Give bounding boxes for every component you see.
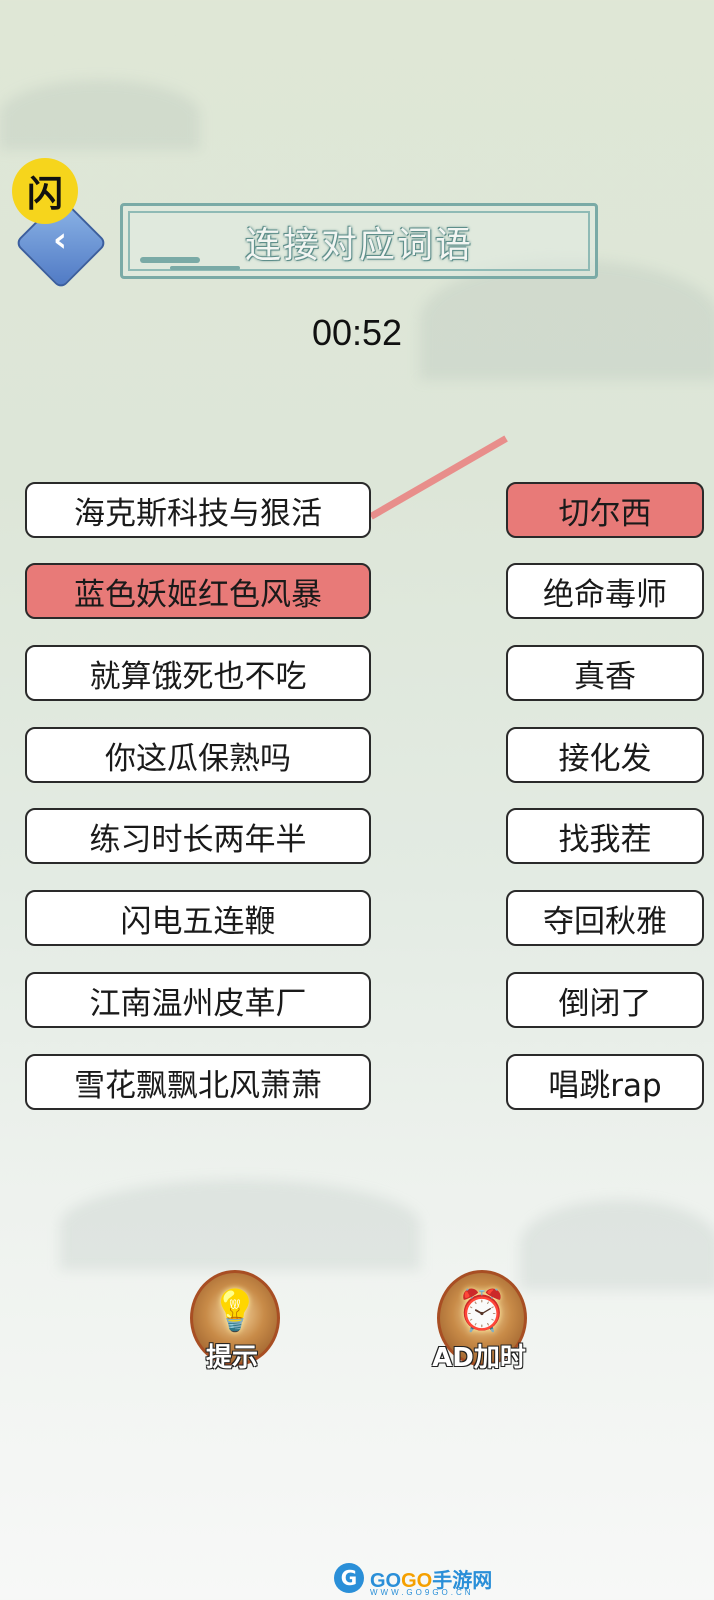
gogo-logo-icon: G <box>334 1563 364 1593</box>
right-word-4[interactable]: 接化发 <box>506 727 704 783</box>
background-mountain <box>520 1200 714 1290</box>
watermark-go1: GO <box>370 1569 402 1592</box>
alarm-clock-icon: ⏰ <box>457 1288 507 1334</box>
background-mountain <box>0 80 200 150</box>
add-time-button[interactable]: ⏰ <box>437 1270 527 1366</box>
banner-decoration <box>140 257 200 263</box>
left-word-2-selected[interactable]: 蓝色妖姬红色风暴 <box>25 563 371 619</box>
watermark-text: 手游网 <box>432 1569 493 1592</box>
left-word-5[interactable]: 练习时长两年半 <box>25 808 371 864</box>
right-word-5[interactable]: 找我茬 <box>506 808 704 864</box>
hint-label[interactable]: 提示 <box>205 1343 258 1373</box>
left-word-7[interactable]: 江南温州皮革厂 <box>25 972 371 1028</box>
background-mountain <box>60 1180 420 1270</box>
right-word-1-selected[interactable]: 切尔西 <box>506 482 704 538</box>
background-mountain <box>420 260 714 380</box>
left-word-4[interactable]: 你这瓜保熟吗 <box>25 727 371 783</box>
right-word-6[interactable]: 夺回秋雅 <box>506 890 704 946</box>
left-word-8[interactable]: 雪花飘飘北风萧萧 <box>25 1054 371 1110</box>
banner-decoration <box>170 266 240 270</box>
right-word-7[interactable]: 倒闭了 <box>506 972 704 1028</box>
left-word-6[interactable]: 闪电五连鞭 <box>25 890 371 946</box>
left-word-3[interactable]: 就算饿死也不吃 <box>25 645 371 701</box>
flash-badge-icon: 闪 <box>12 158 78 224</box>
countdown-timer: 00:52 <box>311 312 403 353</box>
left-word-1[interactable]: 海克斯科技与狠活 <box>25 482 371 538</box>
right-word-3[interactable]: 真香 <box>506 645 704 701</box>
right-word-8[interactable]: 唱跳rap <box>506 1054 704 1110</box>
right-word-2[interactable]: 绝命毒师 <box>506 563 704 619</box>
lightbulb-icon: 💡 <box>210 1288 260 1334</box>
watermark-logo: G GOGO手游网 <box>334 1563 492 1593</box>
hint-button[interactable]: 💡 <box>190 1270 280 1366</box>
watermark-go2: GO <box>401 1569 433 1592</box>
watermark-url: WWW.GO9GO.CN <box>370 1588 474 1597</box>
connection-line <box>369 435 508 520</box>
back-arrow-icon[interactable]: ‹ <box>52 220 67 260</box>
page-title: 连接对应词语 <box>244 225 473 266</box>
add-time-label[interactable]: AD加时 <box>432 1343 526 1373</box>
